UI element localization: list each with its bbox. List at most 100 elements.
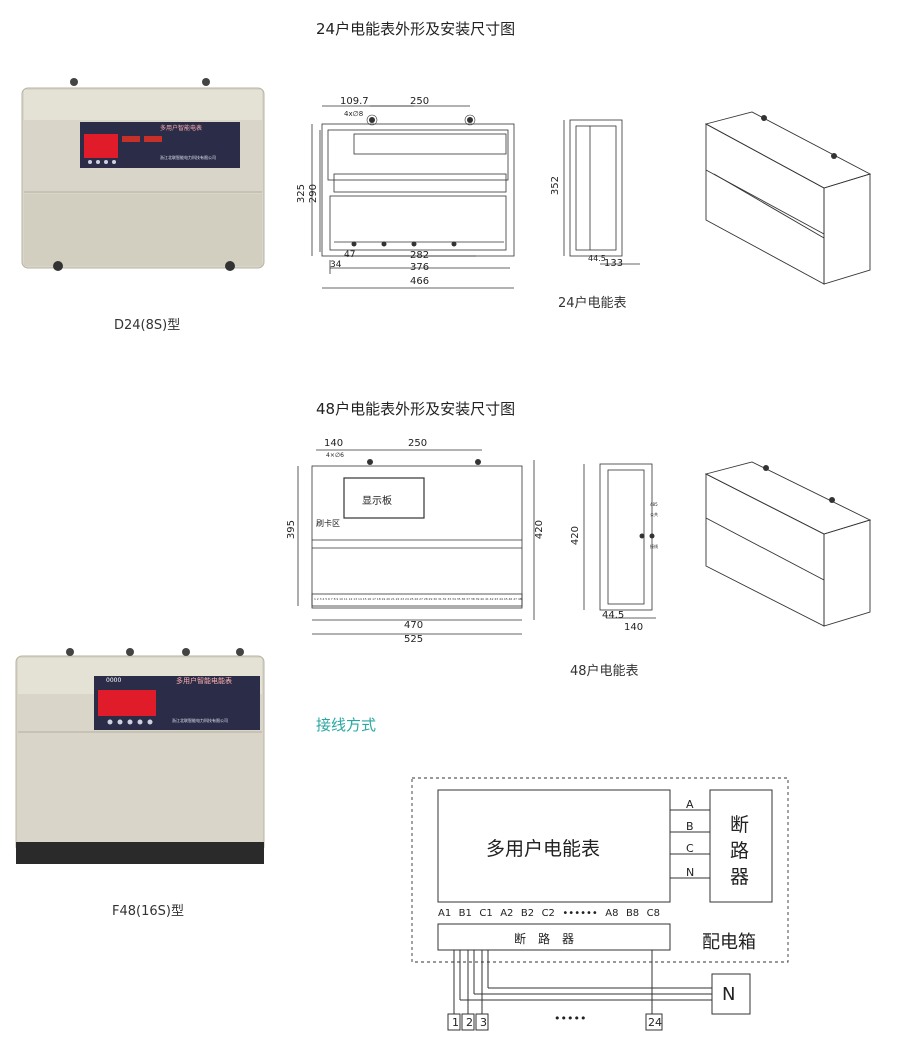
terminal-48-label: 2 bbox=[316, 597, 319, 601]
wiring-phase-n: N bbox=[686, 866, 695, 879]
terminal-48-label: 43 bbox=[494, 597, 499, 601]
title-48: 48户电能表外形及安装尺寸图 bbox=[316, 400, 516, 418]
terminal-48-label: 21 bbox=[390, 597, 395, 601]
terminal-48-label: 16 bbox=[367, 597, 372, 601]
dim24-376: 376 bbox=[410, 262, 430, 273]
terminal-48-label: 11 bbox=[343, 597, 348, 601]
caption-f48: F48(16S)型 bbox=[112, 904, 184, 919]
terminal-48-label: 10 bbox=[339, 597, 343, 601]
wiring-phase-a: A bbox=[686, 798, 694, 811]
wiring-bottom-1: 1 bbox=[452, 1016, 459, 1029]
dim24-34: 34 bbox=[330, 260, 342, 270]
terminal-48-label: 9 bbox=[336, 597, 339, 601]
wiring-terminal-label: C8 bbox=[646, 908, 660, 919]
terminal-48-label: 37 bbox=[466, 597, 470, 601]
dim48-side-420: 420 bbox=[570, 526, 581, 546]
dim48-side-44: 44.5 bbox=[602, 610, 625, 621]
wiring-n-box: N bbox=[722, 984, 736, 1005]
drawing-48-side bbox=[583, 463, 656, 619]
title-wiring: 接线方式 bbox=[316, 716, 377, 734]
dim24-47: 47 bbox=[344, 250, 356, 260]
terminal-48-label: 39 bbox=[475, 597, 480, 601]
wiring-bottom-dots: ••••• bbox=[554, 1012, 587, 1025]
dim48-side-label-1: 公共 bbox=[650, 512, 658, 517]
terminal-48-label: 46 bbox=[508, 597, 513, 601]
wiring-bottom-3: 3 bbox=[480, 1016, 487, 1029]
wiring-diagram bbox=[411, 777, 789, 1031]
drawing-48-3d bbox=[704, 461, 872, 627]
wiring-breaker-label: 断路器 bbox=[730, 814, 750, 888]
dim24-holes: 4x∅8 bbox=[344, 110, 364, 118]
terminal-48-label: 32 bbox=[442, 597, 447, 601]
dim24-290: 290 bbox=[308, 184, 319, 204]
terminal-48-label: 34 bbox=[452, 597, 456, 601]
terminal-48-label: 26 bbox=[414, 597, 419, 601]
terminal-48-label: 6 bbox=[327, 597, 330, 601]
dim24-109: 109.7 bbox=[340, 96, 369, 107]
caption-d24: D24(8S)型 bbox=[114, 318, 181, 333]
drawing-48-front bbox=[297, 449, 535, 635]
wiring-terminal-label: A2 bbox=[500, 908, 514, 919]
dim24-250: 250 bbox=[410, 96, 430, 107]
terminal-48-label: 31 bbox=[437, 597, 442, 601]
terminal-48-label: 17 bbox=[372, 597, 376, 601]
drawing-24-3d bbox=[704, 111, 872, 285]
terminal-48-label: 7 bbox=[330, 597, 333, 601]
terminal-48-label: 36 bbox=[461, 597, 466, 601]
terminal-48-label: 27 bbox=[419, 597, 423, 601]
wiring-phase-c: C bbox=[686, 842, 694, 855]
terminal-48-label: 12 bbox=[348, 597, 353, 601]
dim48-side-label-2: 接线 bbox=[650, 544, 658, 549]
d24-device-photo bbox=[21, 78, 265, 271]
wiring-breaker-row: 断 路 器 bbox=[514, 932, 575, 946]
terminal-48-label: 4 bbox=[322, 597, 325, 601]
dim24-133: 133 bbox=[604, 258, 624, 269]
terminal-48-label: 3 bbox=[319, 597, 322, 601]
dim48-140: 140 bbox=[324, 438, 344, 449]
wiring-terminal-label: B1 bbox=[458, 908, 472, 919]
terminal-48-label: 38 bbox=[470, 597, 475, 601]
dim48-side-140: 140 bbox=[624, 622, 644, 633]
d24-panel-label: 多用户智能电表 bbox=[160, 125, 203, 132]
terminal-48-label: 33 bbox=[447, 597, 452, 601]
wiring-terminal-label: •••••• bbox=[562, 908, 598, 919]
terminal-48-label: 47 bbox=[513, 597, 518, 601]
wiring-terminal-label: B8 bbox=[625, 908, 640, 919]
terminal-48-label: 14 bbox=[357, 597, 362, 601]
terminal-48-label: 35 bbox=[456, 597, 461, 601]
wiring-terminal-label: C1 bbox=[479, 908, 493, 919]
wiring-terminal-label: C2 bbox=[541, 908, 555, 919]
terminal-48-label: 22 bbox=[395, 597, 400, 601]
dim24-466: 466 bbox=[410, 276, 430, 287]
f48-device-photo bbox=[15, 648, 265, 864]
caption-24-meter: 24户电能表 bbox=[558, 296, 627, 311]
terminal-48-label: 40 bbox=[480, 597, 485, 601]
title-24: 24户电能表外形及安装尺寸图 bbox=[316, 20, 516, 38]
wiring-terminal-label: A8 bbox=[605, 908, 619, 919]
terminal-48-label: 15 bbox=[362, 597, 367, 601]
dim24-325: 325 bbox=[296, 184, 307, 204]
terminal-48-label: 5 bbox=[325, 597, 328, 601]
terminal-48-label: 44 bbox=[499, 597, 503, 601]
wiring-terminal-label: A1 bbox=[438, 908, 452, 919]
terminal-48-label: 18 bbox=[376, 597, 381, 601]
dim48-card: 刷卡区 bbox=[316, 519, 340, 528]
f48-panel-label: 多用户智能电能表 bbox=[176, 677, 232, 685]
terminal-48-label: 23 bbox=[400, 597, 405, 601]
dim48-420: 420 bbox=[534, 520, 545, 540]
terminal-48-label: 41 bbox=[484, 597, 489, 601]
dim48-470: 470 bbox=[404, 620, 424, 631]
f48-company-label: 浙江北联智能电力科技有限公司 bbox=[172, 718, 228, 723]
wiring-box-label: 配电箱 bbox=[702, 932, 756, 953]
dim24-282: 282 bbox=[410, 250, 430, 261]
drawing-24-front bbox=[311, 105, 515, 289]
dim48-side-label-0: 485 bbox=[650, 502, 658, 507]
dim24-352: 352 bbox=[550, 176, 561, 196]
dim24-44: 44.5 bbox=[588, 254, 606, 263]
wiring-meter-label: 多用户电能表 bbox=[486, 838, 601, 860]
terminal-48-label: 48 bbox=[517, 597, 522, 601]
terminal-48-label: 30 bbox=[433, 597, 438, 601]
dim48-holes: 4×∅6 bbox=[326, 452, 344, 459]
